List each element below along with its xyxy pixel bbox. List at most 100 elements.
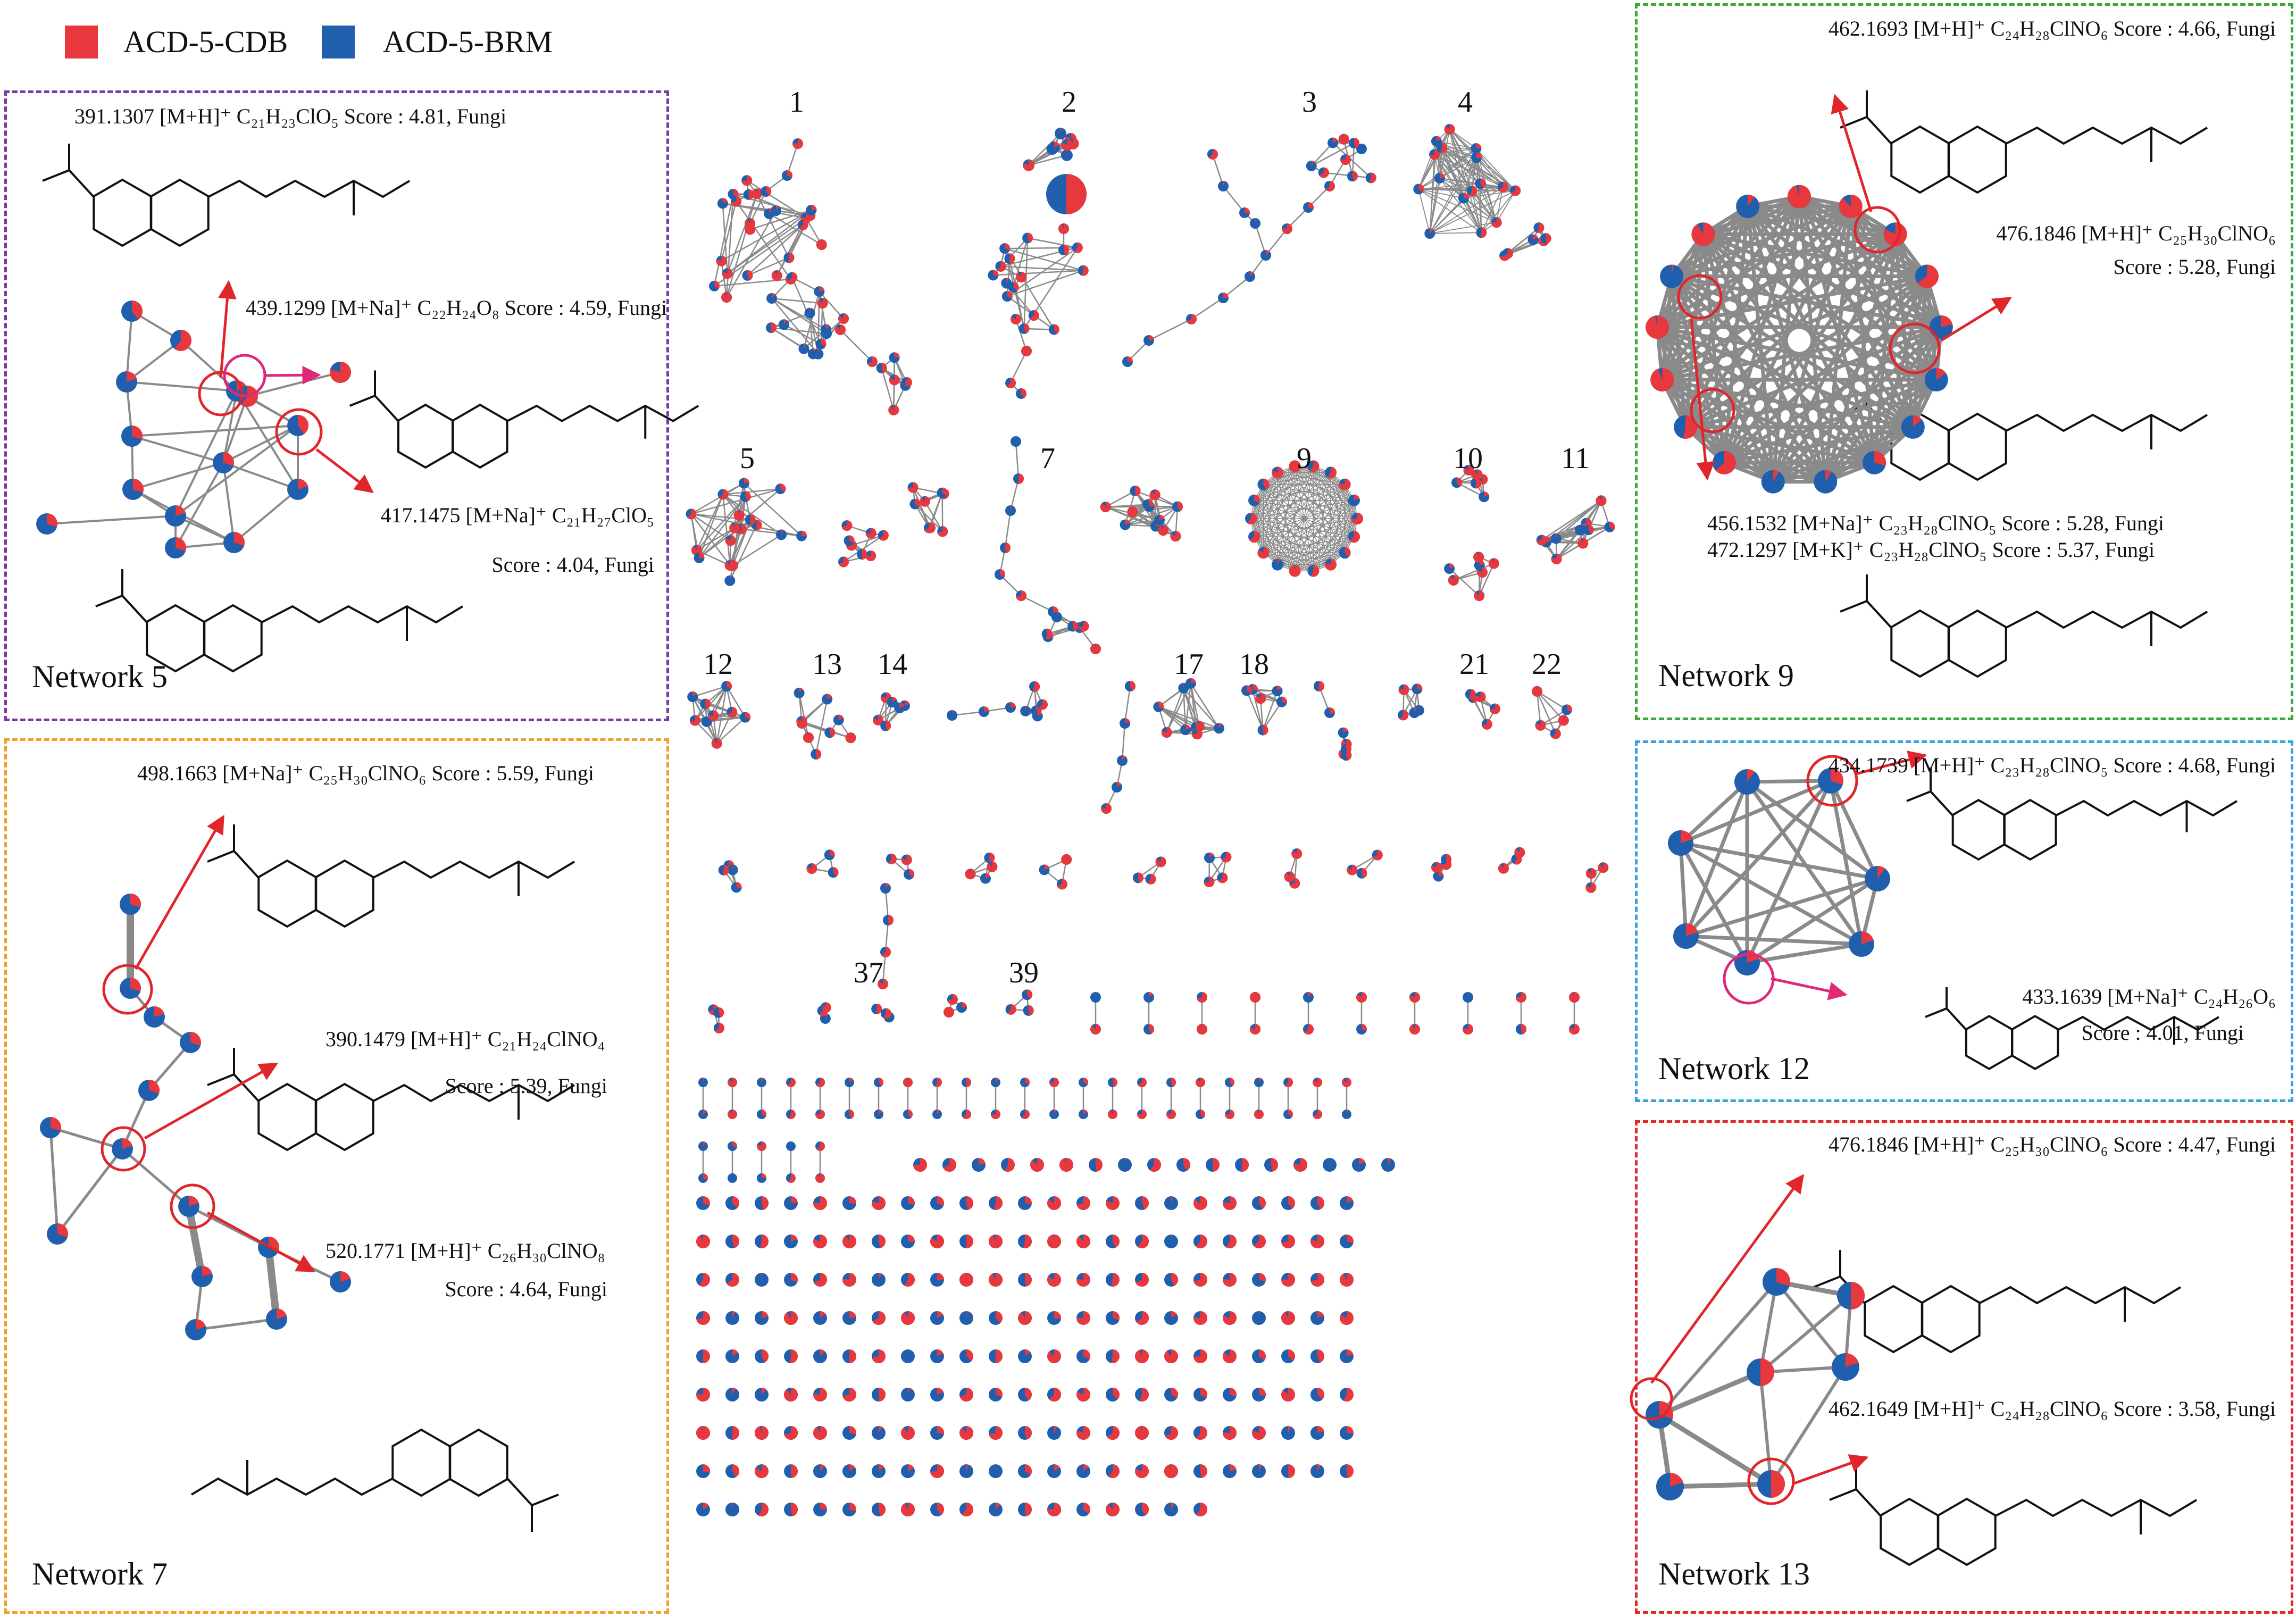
network-edge (1277, 484, 1346, 565)
network-node (766, 322, 777, 333)
network-edge (722, 494, 782, 536)
network-edge (126, 311, 133, 382)
network-edge (1911, 276, 1929, 428)
network-node (122, 479, 144, 500)
network-edge (1747, 779, 1831, 784)
network-node (876, 362, 887, 373)
network-node (1022, 989, 1033, 1000)
network-node (1463, 1024, 1473, 1035)
network-edge (1680, 841, 1878, 881)
network-node (745, 514, 756, 526)
network-edge (1254, 472, 1331, 537)
network-node (1307, 565, 1320, 577)
network-edge (1004, 510, 1012, 548)
network-edge (721, 209, 812, 262)
network-node (930, 1273, 944, 1287)
network-node (728, 1078, 737, 1087)
network-node (1284, 871, 1295, 882)
network-node (783, 252, 795, 263)
network-edge (1747, 204, 1896, 236)
network-node (1005, 1004, 1016, 1015)
highlight-ring (101, 1126, 146, 1172)
network-node (865, 528, 876, 539)
network-node (930, 1196, 945, 1210)
network-node (1283, 1110, 1293, 1119)
n7-annotation-498: 498.1663 [M+Na]⁺ C₂₅H₃₀ClNO₆ Score : 5.5… (137, 761, 594, 785)
network-edge (1746, 205, 1915, 428)
network-node (1514, 847, 1525, 858)
network-edge (1295, 465, 1355, 501)
chemical-ring (315, 1082, 374, 1152)
network-node (1135, 1273, 1149, 1287)
network-node (725, 1426, 739, 1440)
network-node (1235, 1158, 1249, 1172)
network-edge (1263, 472, 1331, 553)
network-edge (1680, 779, 1832, 845)
network-edge (1250, 518, 1314, 572)
network-edge (912, 487, 930, 528)
network-node (1049, 1078, 1059, 1087)
network-edge (1254, 465, 1314, 501)
network-node (1076, 1349, 1091, 1363)
highlight-ring (1889, 322, 1941, 374)
network-node (1106, 1503, 1120, 1516)
network-node (1646, 315, 1669, 339)
network-node (1076, 1196, 1090, 1210)
network-edge (1263, 465, 1314, 485)
network-node (1282, 223, 1293, 234)
network-node (872, 1311, 886, 1325)
network-node (1763, 1268, 1790, 1296)
n9-title: Network 9 (1658, 658, 1794, 693)
network-edge (1330, 472, 1346, 553)
network-node (1076, 1311, 1090, 1325)
network-node (880, 947, 891, 957)
network-edge (1441, 147, 1473, 191)
network-edge (1746, 206, 1775, 482)
chemical-ring (449, 1428, 508, 1497)
chemical-bond (1925, 1007, 1967, 1031)
network-edge (1277, 472, 1355, 537)
network-edge (132, 462, 224, 490)
network-node (1047, 1311, 1061, 1325)
network-node (725, 1349, 739, 1363)
network-node (1217, 872, 1228, 883)
legend-swatch-cdb (65, 26, 98, 59)
network-node (1196, 1110, 1205, 1119)
network-edge (1223, 186, 1245, 213)
network-node (816, 239, 827, 251)
chemical-ring (1951, 798, 2006, 861)
network-edge (1294, 466, 1346, 553)
chemical-bond (1840, 599, 1892, 629)
network-node (813, 1311, 827, 1325)
network-edge (732, 534, 782, 566)
network-node (871, 1003, 882, 1014)
network-edge (1254, 500, 1264, 553)
network-edge (1656, 326, 1827, 483)
network-edge (174, 390, 238, 516)
network-edge (131, 435, 224, 464)
network-edge (1191, 297, 1224, 320)
network-node (1352, 1158, 1366, 1172)
network-edge (1671, 195, 1800, 278)
network-node (901, 1235, 915, 1248)
network-label-14: 14 (878, 648, 907, 681)
network-node (728, 1173, 737, 1183)
network-edge (1250, 472, 1278, 519)
network-node (1281, 1426, 1295, 1440)
network-node (1032, 711, 1043, 722)
network-node (1018, 323, 1030, 334)
network-edge (692, 685, 727, 698)
network-edge (993, 270, 1083, 276)
network-node (1252, 1235, 1266, 1248)
network-node (725, 1388, 739, 1402)
network-node (686, 508, 697, 520)
network-node (1477, 567, 1488, 578)
network-node (1252, 1349, 1266, 1363)
highlight-ring (1630, 1377, 1673, 1421)
network-node (725, 1196, 740, 1210)
network-node (1433, 871, 1444, 882)
network-node (1218, 293, 1229, 303)
network-node (1061, 149, 1073, 161)
network-node (989, 1388, 1003, 1402)
chemical-bond (373, 860, 575, 879)
